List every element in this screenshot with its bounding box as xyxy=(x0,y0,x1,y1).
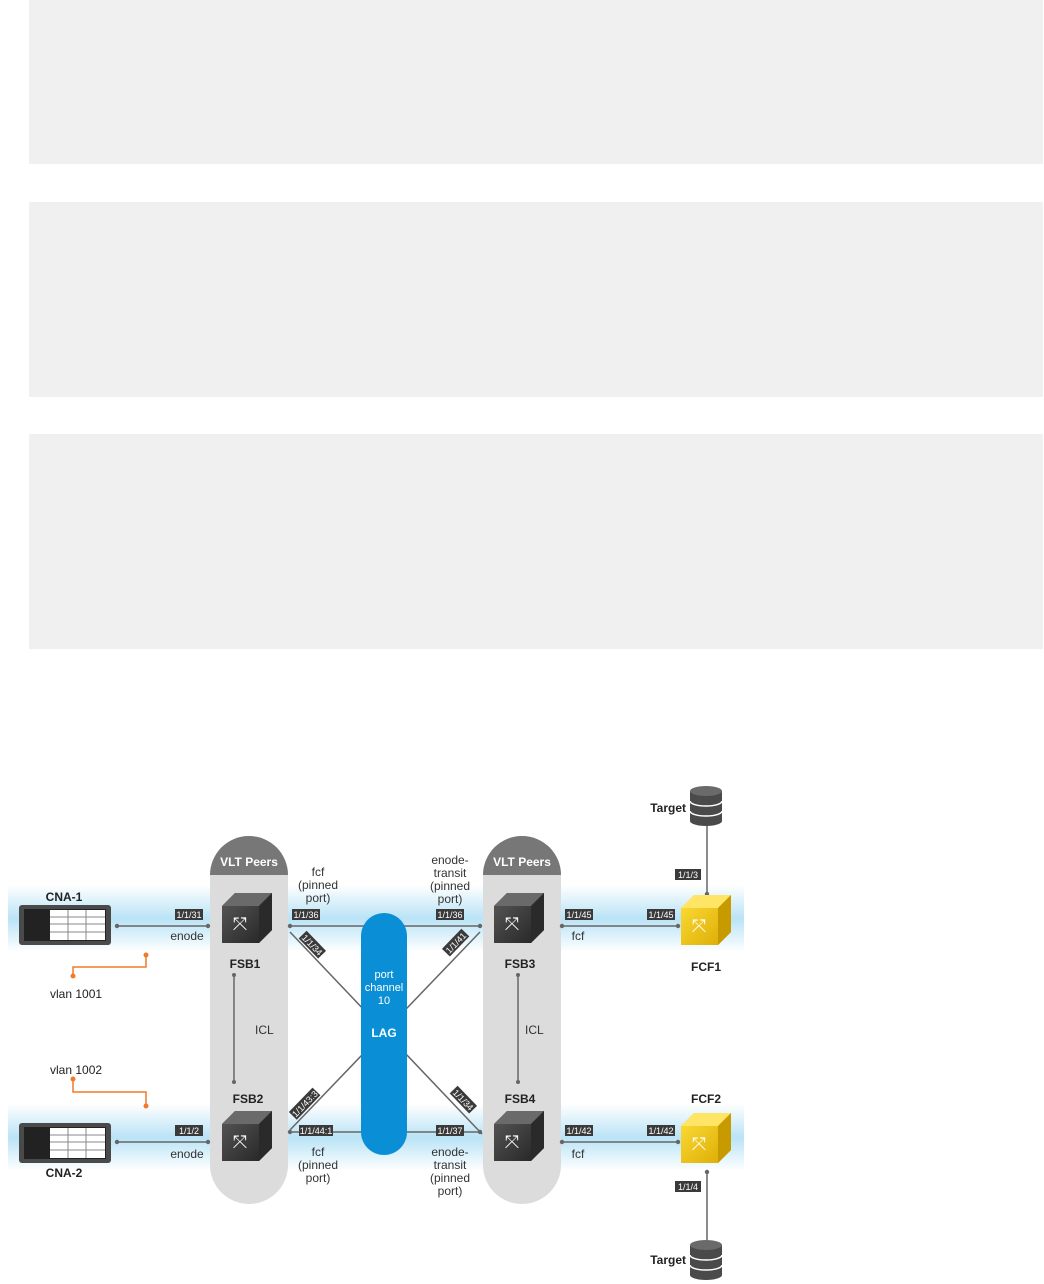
vlan-1002-callout xyxy=(72,1080,147,1106)
port-tag-fsb1-fsb3: 1/1/36 xyxy=(292,909,320,920)
target-bottom-label: Target xyxy=(650,1253,686,1267)
svg-text:1/1/36: 1/1/36 xyxy=(293,910,318,920)
svg-text:⤧: ⤧ xyxy=(505,914,519,934)
fsb4-label: FSB4 xyxy=(505,1092,536,1106)
code-block-text xyxy=(29,0,1043,20)
enode-transit-bottom-4: port) xyxy=(438,1184,463,1198)
enode-transit-top-1: enode- xyxy=(431,853,468,867)
enode-transit-bottom-1: enode- xyxy=(431,1145,468,1159)
port-tag-fcf2-target: 1/1/4 xyxy=(675,1181,701,1192)
enode-transit-bottom-3: (pinned xyxy=(430,1171,470,1185)
target-top-label: Target xyxy=(650,801,686,815)
icl-left-label: ICL xyxy=(255,1023,274,1037)
fsb1-switch: ⤧ FSB1 xyxy=(222,893,272,971)
vlt-peers-left-label: VLT Peers xyxy=(220,855,278,869)
port-tag-fsb3-fcf1: 1/1/45 xyxy=(565,909,593,920)
fcf-pinned-bottom-2: (pinned xyxy=(298,1158,338,1172)
svg-text:1/1/3: 1/1/3 xyxy=(678,870,698,880)
port-tag-fsb3-fsb1: 1/1/36 xyxy=(436,909,464,920)
lag-line1: port xyxy=(375,969,394,981)
lag-port-channel: port channel 10 LAG xyxy=(361,913,407,1155)
vlan-1001-callout xyxy=(72,955,147,974)
cna2-label: CNA-2 xyxy=(46,1166,83,1180)
port-tag-fsb4-fsb2: 1/1/37 xyxy=(436,1125,464,1136)
svg-text:1/1/37: 1/1/37 xyxy=(437,1126,462,1136)
svg-text:⤧: ⤧ xyxy=(233,914,247,934)
cna2-server: CNA-2 xyxy=(19,1123,111,1180)
port-tag-fsb2-fsb4: 1/1/44:1 xyxy=(299,1125,333,1136)
fcf2-switch: ⤧ FCF2 xyxy=(681,1092,731,1163)
port-tag-fcf1-target: 1/1/3 xyxy=(675,869,701,880)
enode-transit-bottom-2: transit xyxy=(434,1158,467,1172)
fsb2-label: FSB2 xyxy=(233,1092,264,1106)
svg-text:⤧: ⤧ xyxy=(233,1132,247,1152)
fsb1-label: FSB1 xyxy=(230,957,261,971)
svg-text:1/1/4: 1/1/4 xyxy=(678,1182,698,1192)
fcf1-switch: ⤧ FCF1 xyxy=(681,895,731,974)
fcf-pinned-bottom-3: port) xyxy=(306,1171,331,1185)
fcf-pinned-top-1: fcf xyxy=(312,865,325,879)
svg-text:1/1/45: 1/1/45 xyxy=(648,910,673,920)
fcf-bottom-right-label: fcf xyxy=(572,1147,585,1161)
port-tag-cna2-fsb2: 1/1/2 xyxy=(175,1125,203,1136)
svg-text:1/1/31: 1/1/31 xyxy=(176,910,201,920)
cna1-label: CNA-1 xyxy=(46,890,83,904)
fcf-pinned-top-3: port) xyxy=(306,891,331,905)
enode-transit-top-3: (pinned xyxy=(430,879,470,893)
svg-text:1/1/42: 1/1/42 xyxy=(566,1126,591,1136)
lag-name: LAG xyxy=(371,1026,396,1040)
svg-text:1/1/45: 1/1/45 xyxy=(566,910,591,920)
network-topology-diagram: VLT Peers VLT Peers ICL ICL port cha xyxy=(8,786,744,1280)
svg-text:1/1/44:1: 1/1/44:1 xyxy=(300,1126,333,1136)
lag-line2: channel xyxy=(365,982,404,994)
svg-text:1/1/42: 1/1/42 xyxy=(648,1126,673,1136)
database-icon xyxy=(689,1240,723,1280)
fcf2-label: FCF2 xyxy=(691,1092,721,1106)
svg-text:⤧: ⤧ xyxy=(692,916,706,936)
enode-transit-top-4: port) xyxy=(438,892,463,906)
svg-text:1/1/2: 1/1/2 xyxy=(179,1126,199,1136)
fcf-top-right-label: fcf xyxy=(572,929,585,943)
code-block-2 xyxy=(29,202,1043,397)
svg-text:⤧: ⤧ xyxy=(505,1132,519,1152)
fcf-pinned-bottom-1: fcf xyxy=(312,1145,325,1159)
fsb3-switch: ⤧ FSB3 xyxy=(494,893,544,971)
enode-transit-top-2: transit xyxy=(434,866,467,880)
port-tag-cna1-fsb1: 1/1/31 xyxy=(175,909,203,920)
fcf-pinned-top-2: (pinned xyxy=(298,878,338,892)
svg-text:⤧: ⤧ xyxy=(692,1134,706,1154)
enode-top-label: enode xyxy=(170,929,204,943)
code-block-text xyxy=(29,434,1043,454)
port-tag-fsb4-fcf2: 1/1/42 xyxy=(565,1125,593,1136)
vlan-top-label: vlan 1001 xyxy=(50,987,102,1001)
svg-text:1/1/36: 1/1/36 xyxy=(437,910,462,920)
fsb3-label: FSB3 xyxy=(505,957,536,971)
vlt-peers-right-label: VLT Peers xyxy=(493,855,551,869)
database-icon xyxy=(689,786,723,826)
fsb4-switch: ⤧ FSB4 xyxy=(494,1092,544,1161)
cna1-server: CNA-1 xyxy=(19,890,111,945)
lag-line3: 10 xyxy=(378,995,390,1007)
code-block-3 xyxy=(29,434,1043,649)
code-block-1 xyxy=(29,0,1043,164)
icl-right-label: ICL xyxy=(525,1023,544,1037)
fcf1-label: FCF1 xyxy=(691,960,721,974)
vlan-bottom-label: vlan 1002 xyxy=(50,1063,102,1077)
enode-bottom-label: enode xyxy=(170,1147,204,1161)
port-tag-fcf1-fsb3: 1/1/45 xyxy=(647,909,675,920)
code-block-text xyxy=(29,202,1043,222)
fsb2-switch: ⤧ FSB2 xyxy=(222,1092,272,1161)
port-tag-fcf2-fsb4: 1/1/42 xyxy=(647,1125,675,1136)
